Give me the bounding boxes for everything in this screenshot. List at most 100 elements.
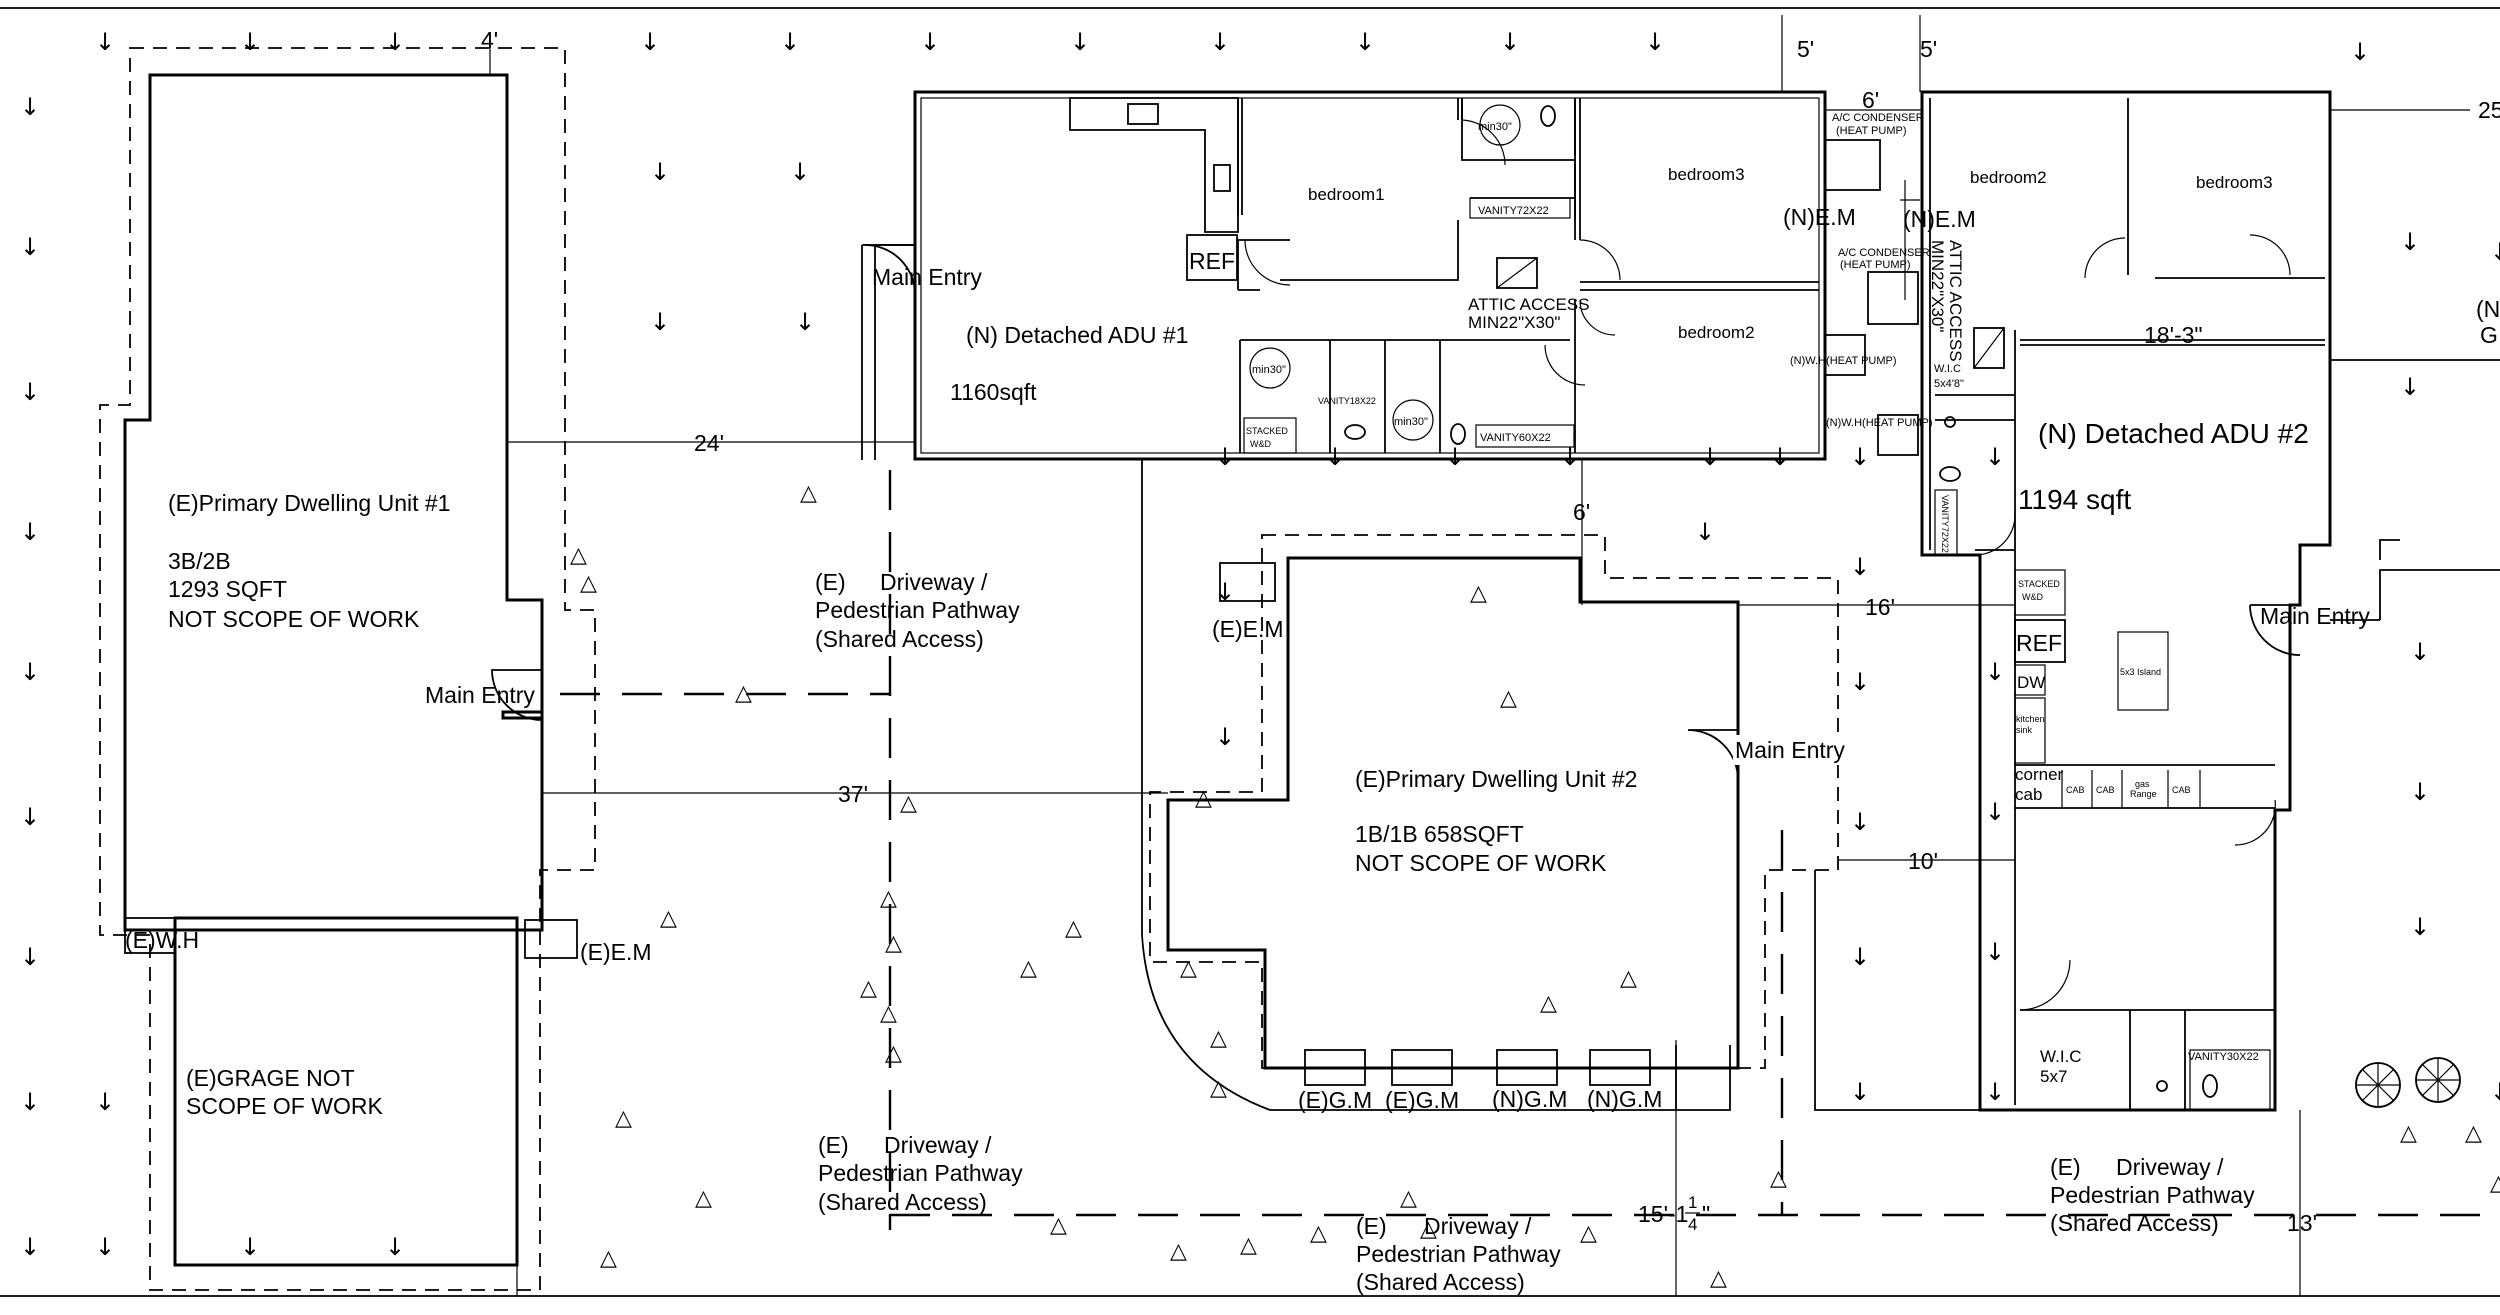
concrete-triangle: △ bbox=[1020, 956, 1037, 981]
grass-symbol: ↓ bbox=[1355, 28, 1375, 56]
edge-label-n: (N bbox=[2476, 296, 2500, 322]
gas-range-label2: Range bbox=[2130, 789, 2157, 799]
wd-adu1-label: W&D bbox=[1250, 439, 1271, 449]
grass-symbol: ↓ bbox=[1850, 668, 1870, 696]
tree-symbol bbox=[2415, 1057, 2461, 1103]
cab-label-3: CAB bbox=[2172, 785, 2191, 795]
vanity30-adu2-label: VANITY30X22 bbox=[2188, 1051, 2259, 1063]
adu1-bath-walls bbox=[1461, 98, 1581, 220]
grass-symbol: ↓ bbox=[1215, 443, 1235, 471]
grass-symbol: ↓ bbox=[1850, 943, 1870, 971]
garage-hatched-footprint bbox=[173, 916, 519, 1267]
concrete-triangle: △ bbox=[880, 886, 897, 911]
grass-symbol: ↓ bbox=[1500, 28, 1520, 56]
concrete-triangle: △ bbox=[1050, 1213, 1067, 1238]
detached-adu-2: bedroom2 bedroom3 ATTIC ACCESS MIN22"X30… bbox=[1920, 90, 2500, 1112]
vanity60-adu1 bbox=[1475, 424, 1575, 448]
concrete-triangle: △ bbox=[2400, 1121, 2417, 1146]
bedroom1-label: bedroom1 bbox=[1308, 185, 1385, 204]
adu2-exterior-right bbox=[2330, 359, 2500, 621]
grass-symbol: ↓ bbox=[2400, 228, 2420, 256]
grass-symbol: ↓ bbox=[1985, 658, 2005, 686]
door-swing-p1 bbox=[491, 669, 543, 721]
vanity18-adu1: VANITY18X22 bbox=[1318, 396, 1376, 406]
adu2-title: (N) Detached ADU #2 bbox=[2038, 418, 2309, 449]
grass-symbol: ↓ bbox=[1770, 443, 1790, 471]
concrete-triangle: △ bbox=[800, 481, 817, 506]
primary1-beds: 3B/2B bbox=[168, 548, 231, 574]
primary1-label-mask bbox=[165, 480, 495, 640]
grass-symbol: ↓ bbox=[385, 1233, 405, 1261]
main-entry-label-adu2: Main Entry bbox=[2260, 603, 2370, 629]
sink-counter-adu2 bbox=[2014, 697, 2046, 764]
wic-adu2-top-size: 5x4'8" bbox=[1934, 378, 1964, 390]
water-heater-e bbox=[124, 917, 176, 954]
grass-symbol: ↓ bbox=[1985, 443, 2005, 471]
main-entry-p2-door bbox=[1687, 729, 1739, 781]
grass-symbol: ↓ bbox=[1985, 938, 2005, 966]
dim-10: 10' bbox=[1908, 848, 1938, 874]
cooktop-icon bbox=[1127, 103, 1159, 125]
ref-adu2-label: REF bbox=[2016, 630, 2062, 656]
attic-access-adu2-vert1: ATTIC ACCESS bbox=[1946, 240, 1965, 362]
garage-label-line1: (E)GRAGE NOT bbox=[186, 1065, 355, 1091]
grass-symbol: ↓ bbox=[1985, 798, 2005, 826]
dim-24: 24' bbox=[694, 430, 724, 456]
concrete-triangle: △ bbox=[1310, 1221, 1327, 1246]
attic-access-adu2-diagonal bbox=[1973, 327, 2005, 369]
driveway-3-shared: (Shared Access) bbox=[1356, 1269, 1525, 1295]
min30-adu1-left: min30" bbox=[1252, 364, 1286, 376]
corner-cab-label1: corner bbox=[2015, 765, 2064, 784]
ac-condenser-1 bbox=[1824, 139, 1881, 191]
electric-meter-e-left bbox=[524, 919, 578, 959]
primary1-setback-outline bbox=[99, 47, 596, 1291]
concrete-triangle: △ bbox=[695, 1186, 712, 1211]
adu1-sqft: 1160sqft bbox=[950, 379, 1037, 405]
vanity-adu2-vert-label: VANITY72X22 bbox=[1940, 495, 1950, 553]
grass-symbol: ↓ bbox=[2410, 913, 2430, 941]
grass-symbol: ↓ bbox=[20, 518, 40, 546]
dim-6a: 6' bbox=[1862, 87, 1879, 113]
wic-adu2-bottom-size: 5x7 bbox=[2040, 1067, 2067, 1086]
dimensions: 4' 5' 5' 6' 6' 24' 37' 16' 10' 15'-1 1 4… bbox=[481, 15, 2500, 1236]
dim-13: 13' bbox=[2287, 1210, 2317, 1236]
grass-symbol: ↓ bbox=[20, 943, 40, 971]
concrete-triangle: △ bbox=[885, 1041, 902, 1066]
grass-symbol: ↓ bbox=[1850, 1078, 1870, 1106]
adu2-sqft: 1194 sqft bbox=[2018, 484, 2131, 515]
stacked-wd-adu2 bbox=[2014, 569, 2066, 616]
grass-symbol: ↓ bbox=[240, 28, 260, 56]
primary2-hatched-footprint bbox=[1166, 556, 1740, 1070]
concrete-triangle: △ bbox=[735, 681, 752, 706]
edge-label-g: G bbox=[2480, 322, 2498, 348]
grass-symbol: ↓ bbox=[650, 308, 670, 336]
driveway-2-ped: Pedestrian Pathway bbox=[818, 1160, 1023, 1186]
grass-symbol: ↓ bbox=[1325, 443, 1345, 471]
concrete-triangle: △ bbox=[1210, 1076, 1227, 1101]
wic-adu2-bottom: W.I.C bbox=[2040, 1047, 2082, 1066]
driveway-3-ped: Pedestrian Pathway bbox=[1356, 1241, 1561, 1267]
adu2-outer-wall bbox=[1920, 90, 2332, 1112]
stacked-adu1-label: STACKED bbox=[1246, 426, 1288, 436]
adu1-title: (N) Detached ADU #1 bbox=[966, 322, 1188, 348]
dim-6b: 6' bbox=[1573, 499, 1590, 525]
grass-symbol: ↓ bbox=[1850, 443, 1870, 471]
wd-adu2-label: W&D bbox=[2022, 592, 2043, 602]
primary1-title: (E)Primary Dwelling Unit #1 bbox=[168, 490, 450, 516]
adu1-inner-wall bbox=[920, 97, 1820, 454]
attic-access-adu2 bbox=[1973, 327, 2005, 369]
concrete-triangle: △ bbox=[885, 931, 902, 956]
adu1-kitchen-counter bbox=[1069, 97, 1239, 233]
kitchen-sink-label2: sink bbox=[2016, 725, 2033, 735]
dim-15-quote: " bbox=[1702, 1201, 1710, 1227]
island-label: 5x3 Island bbox=[2120, 667, 2161, 677]
driveway-2-word: Driveway / bbox=[884, 1132, 992, 1158]
electric-meter-e-mid bbox=[1219, 562, 1276, 602]
gas-meter-e-1 bbox=[1304, 1049, 1366, 1086]
grass-symbols: ↓↓↓↓↓↓↓↓↓↓↓↓↓↓↓↓↓↓↓↓↓↓↓↓↓↓↓↓↓↓↓↓↓↓↓↓↓↓↓↓… bbox=[20, 28, 2500, 1261]
driveway-1-word: Driveway / bbox=[880, 569, 988, 595]
adu1-outer-wall bbox=[913, 90, 1827, 461]
water-heater-n-1 bbox=[1824, 334, 1866, 376]
primary1-sqft: 1293 SQFT bbox=[168, 576, 287, 602]
grass-symbol: ↓ bbox=[1850, 553, 1870, 581]
